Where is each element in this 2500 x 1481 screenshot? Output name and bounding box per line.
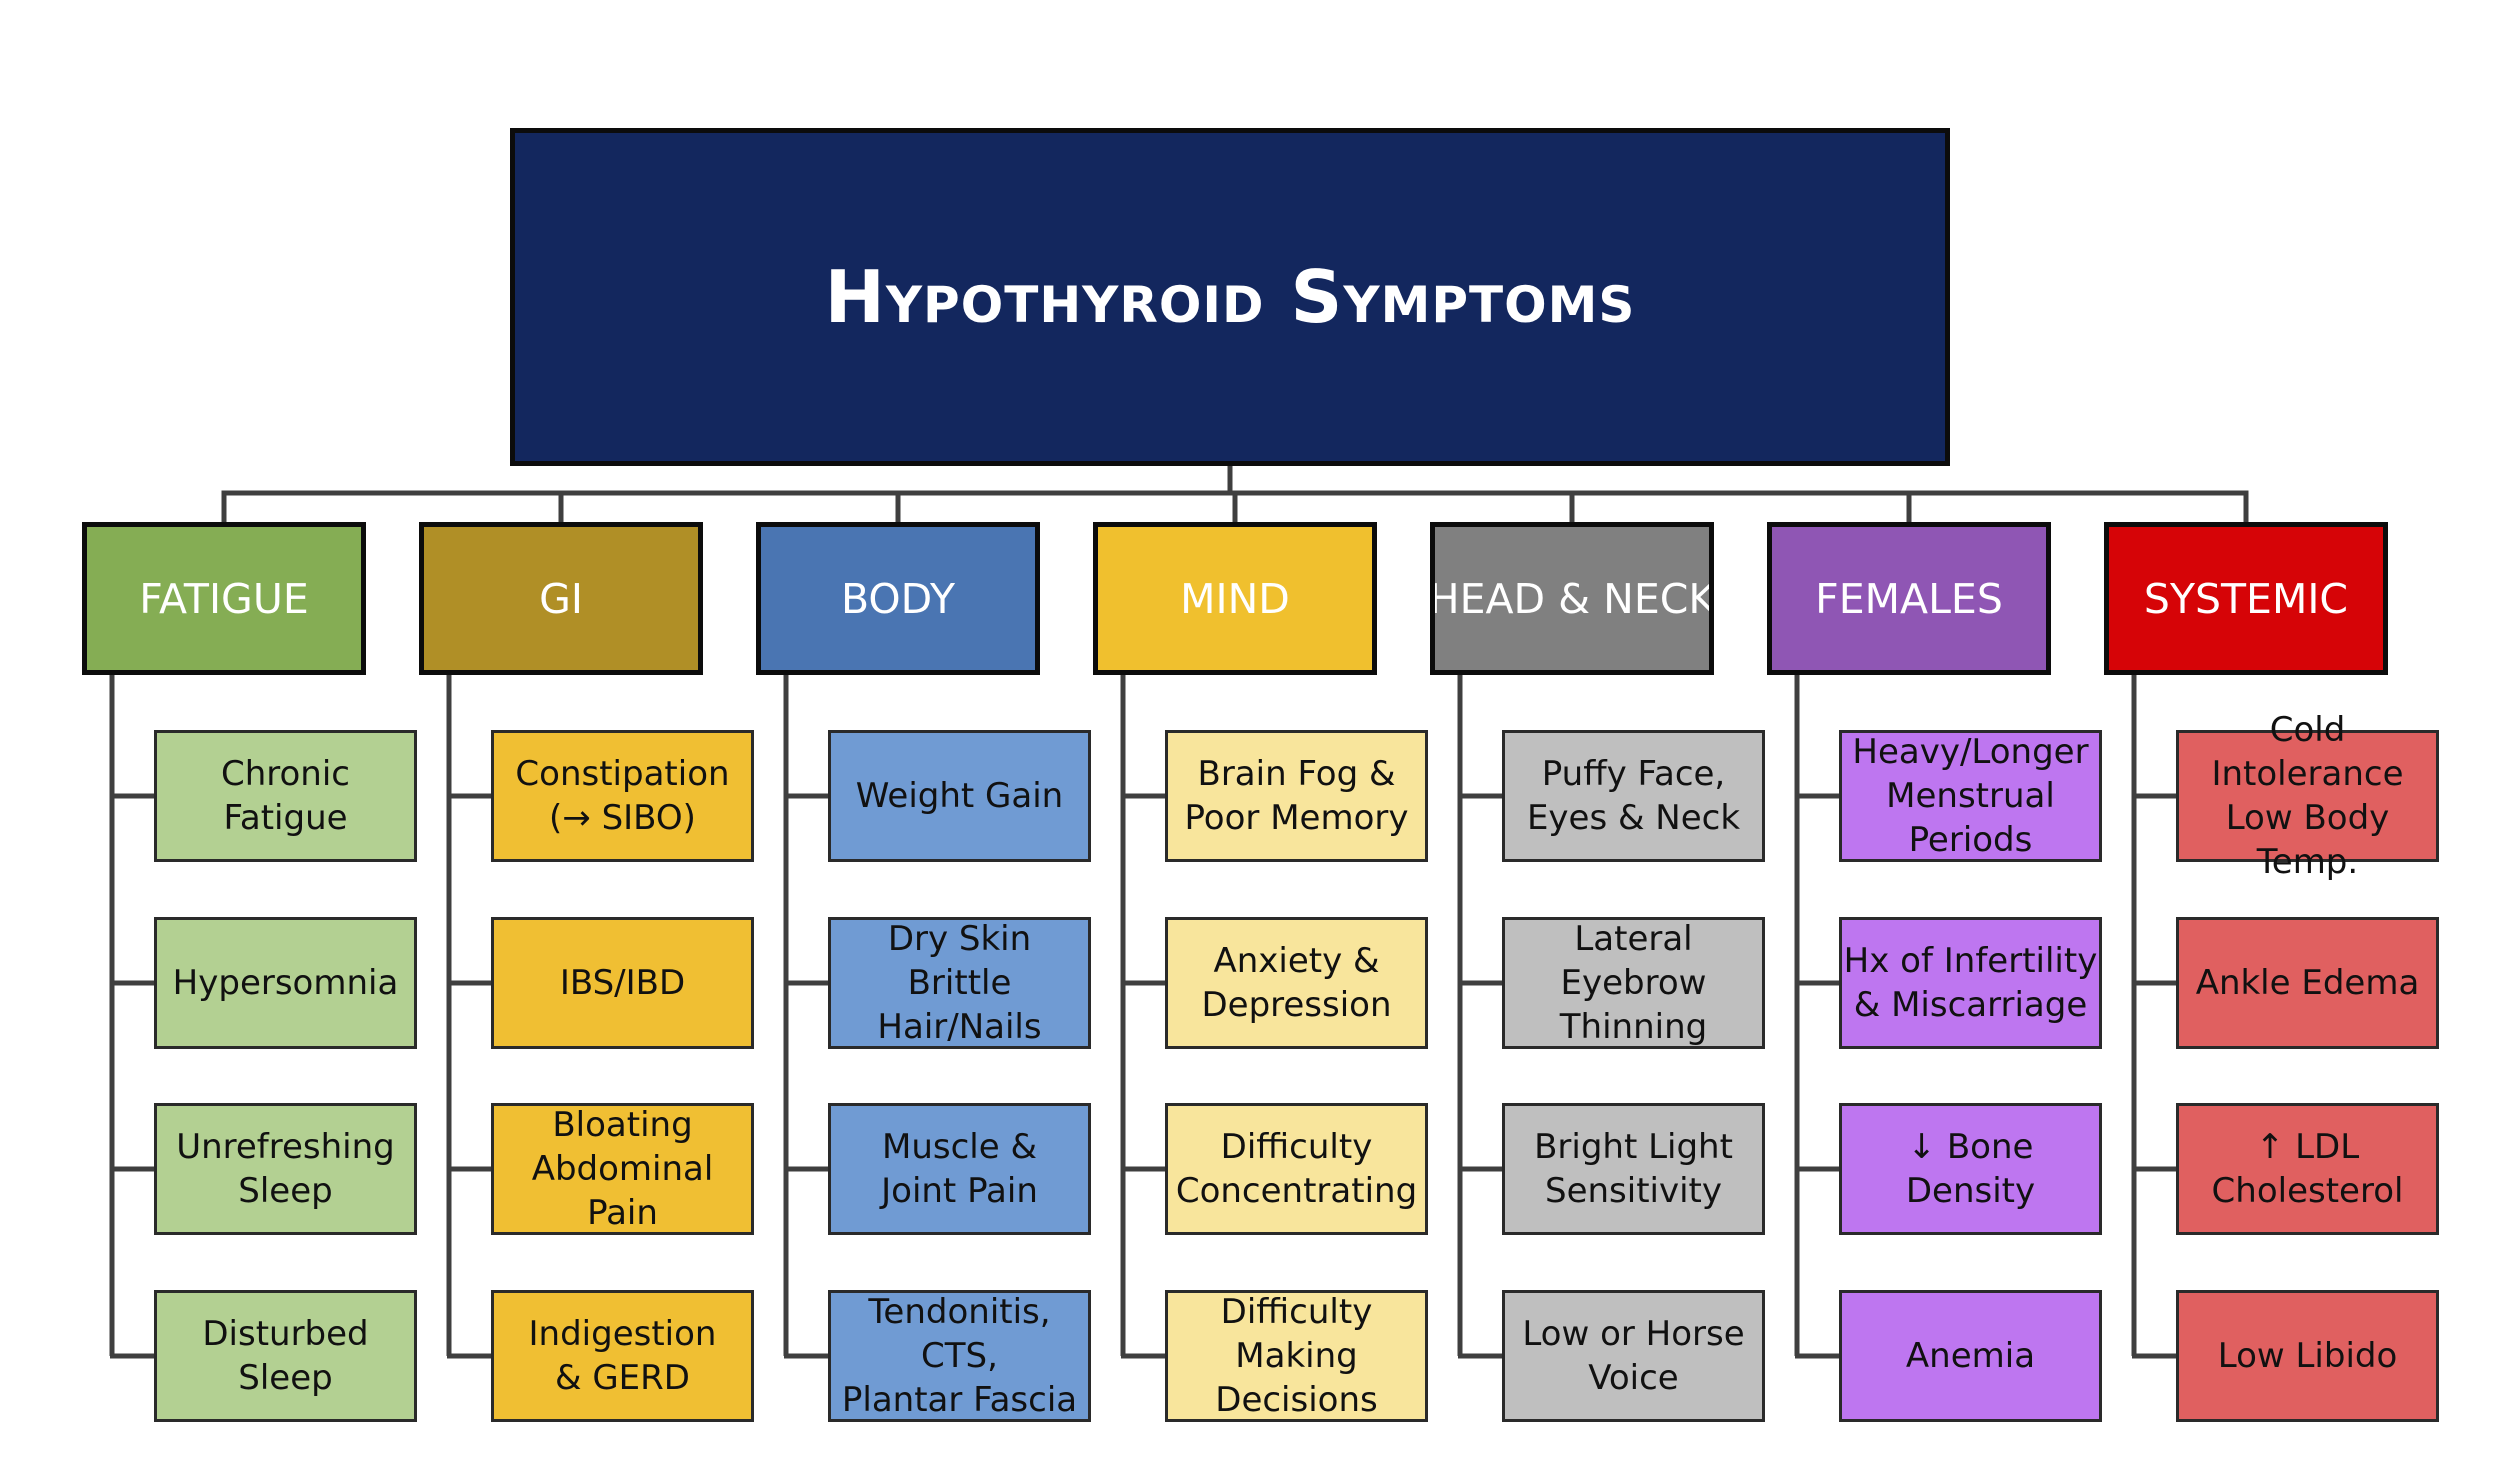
symptom-item: Disturbed Sleep [154,1290,417,1422]
symptom-item: Difficulty Concentrating [1165,1103,1428,1235]
category-mind: MIND [1093,522,1377,675]
category-head-neck: HEAD & NECK [1430,522,1714,675]
symptom-item: Difficulty Making Decisions [1165,1290,1428,1422]
category-systemic: SYSTEMIC [2104,522,2388,675]
symptom-item: Bloating Abdominal Pain [491,1103,754,1235]
symptom-item: Hypersomnia [154,917,417,1049]
page-title: Hypothyroid Symptoms [824,255,1636,339]
symptom-item: Chronic Fatigue [154,730,417,862]
symptom-item: Unrefreshing Sleep [154,1103,417,1235]
symptom-item: IBS/IBD [491,917,754,1049]
symptom-item: Weight Gain [828,730,1091,862]
symptom-item: Hx of Infertility & Miscarriage [1839,917,2102,1049]
symptom-item: Bright Light Sensitivity [1502,1103,1765,1235]
symptom-item: Brain Fog & Poor Memory [1165,730,1428,862]
category-females: FEMALES [1767,522,2051,675]
category-fatigue: FATIGUE [82,522,366,675]
symptom-item: Muscle & Joint Pain [828,1103,1091,1235]
symptom-item: Low Libido [2176,1290,2439,1422]
symptom-item: Anxiety & Depression [1165,917,1428,1049]
symptom-item: Anemia [1839,1290,2102,1422]
symptom-item: Lateral Eyebrow Thinning [1502,917,1765,1049]
symptom-item: Low or Horse Voice [1502,1290,1765,1422]
symptom-item: Indigestion & GERD [491,1290,754,1422]
symptom-item: Constipation (→ SIBO) [491,730,754,862]
category-body: BODY [756,522,1040,675]
symptom-item: ↓ Bone Density [1839,1103,2102,1235]
symptom-item: Puffy Face, Eyes & Neck [1502,730,1765,862]
symptom-item: Ankle Edema [2176,917,2439,1049]
category-gi: GI [419,522,703,675]
symptom-item: Cold Intolerance Low Body Temp. [2176,710,2439,882]
symptom-item: Tendonitis, CTS, Plantar Fascia [828,1290,1091,1422]
symptom-item: ↑ LDL Cholesterol [2176,1103,2439,1235]
symptom-item: Dry Skin Brittle Hair/Nails [828,917,1091,1049]
title-box: Hypothyroid Symptoms [510,128,1950,466]
symptom-item: Heavy/Longer Menstrual Periods [1839,730,2102,862]
